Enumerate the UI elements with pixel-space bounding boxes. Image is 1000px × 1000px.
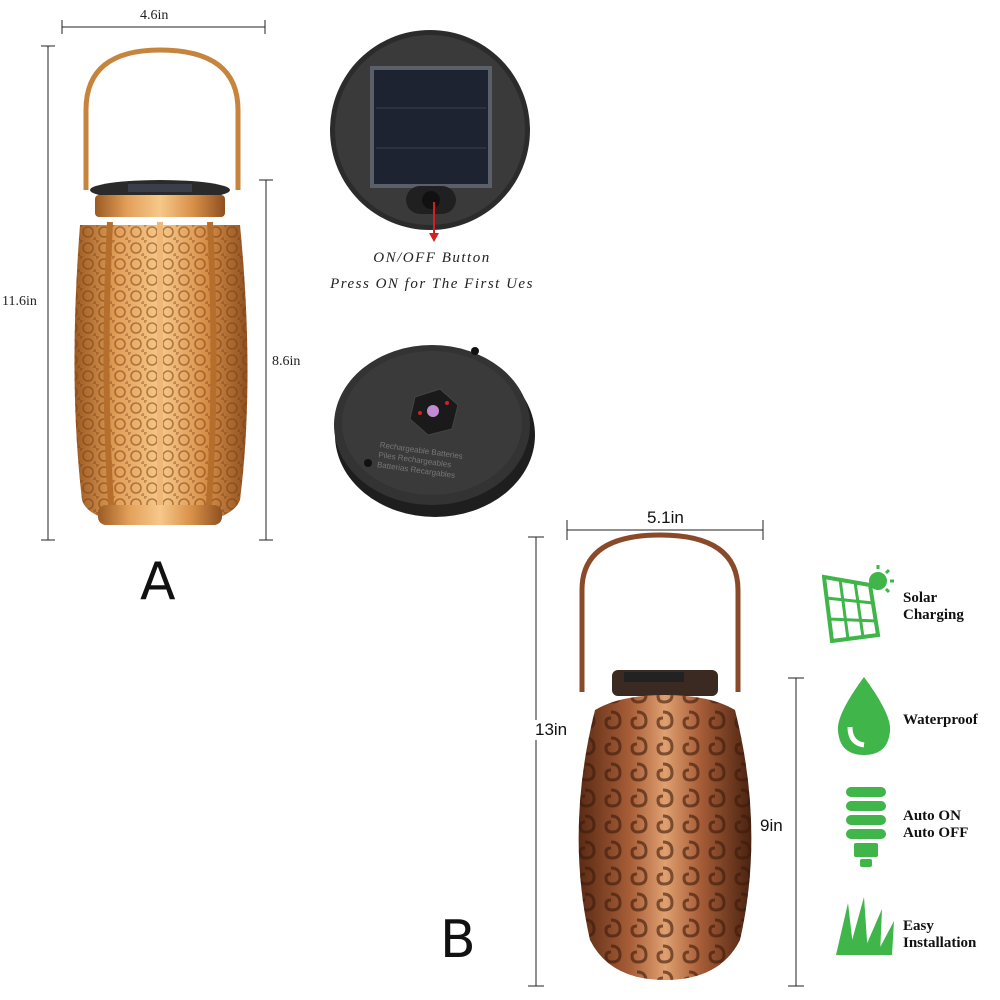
feature-auto-line2: Auto OFF — [903, 825, 969, 841]
light-bulb-icon — [846, 787, 886, 867]
solar-panel-icon — [822, 565, 894, 644]
feature-solar-line2: Charging — [903, 607, 964, 623]
total-height-dimension-label-a: 11.6in — [2, 294, 37, 310]
on-off-caption-line2: Press ON for The First Ues — [330, 276, 534, 292]
dimension-lines-a — [41, 20, 273, 541]
on-off-caption-line1: ON/OFF Button — [373, 250, 491, 266]
body-height-dimension-label-b: 9in — [760, 816, 783, 836]
product-label-b: B — [440, 910, 476, 970]
dimension-lines-b — [528, 520, 804, 987]
grass-icon — [836, 897, 894, 955]
feature-solar-line1: Solar — [903, 590, 938, 606]
width-dimension-label-a: 4.6in — [138, 8, 171, 24]
feature-install-line1: Easy — [903, 918, 934, 934]
feature-install-line2: Installation — [903, 935, 977, 951]
width-dimension-label-b: 5.1in — [645, 508, 686, 528]
feature-waterproof-line1: Waterproof — [903, 712, 978, 728]
product-label-a: A — [140, 552, 176, 612]
water-drop-icon — [837, 677, 891, 755]
power-button-icon — [422, 191, 440, 209]
solar-lid-illustration — [330, 30, 530, 242]
lantern-b-illustration — [578, 532, 752, 980]
total-height-dimension-label-b: 13in — [535, 720, 568, 740]
body-height-dimension-label-a: 8.6in — [272, 354, 301, 370]
feature-auto-line1: Auto ON — [903, 808, 961, 824]
battery-base-illustration — [334, 345, 535, 517]
red-arrow-icon — [429, 233, 439, 242]
lantern-a-illustration — [74, 47, 248, 525]
